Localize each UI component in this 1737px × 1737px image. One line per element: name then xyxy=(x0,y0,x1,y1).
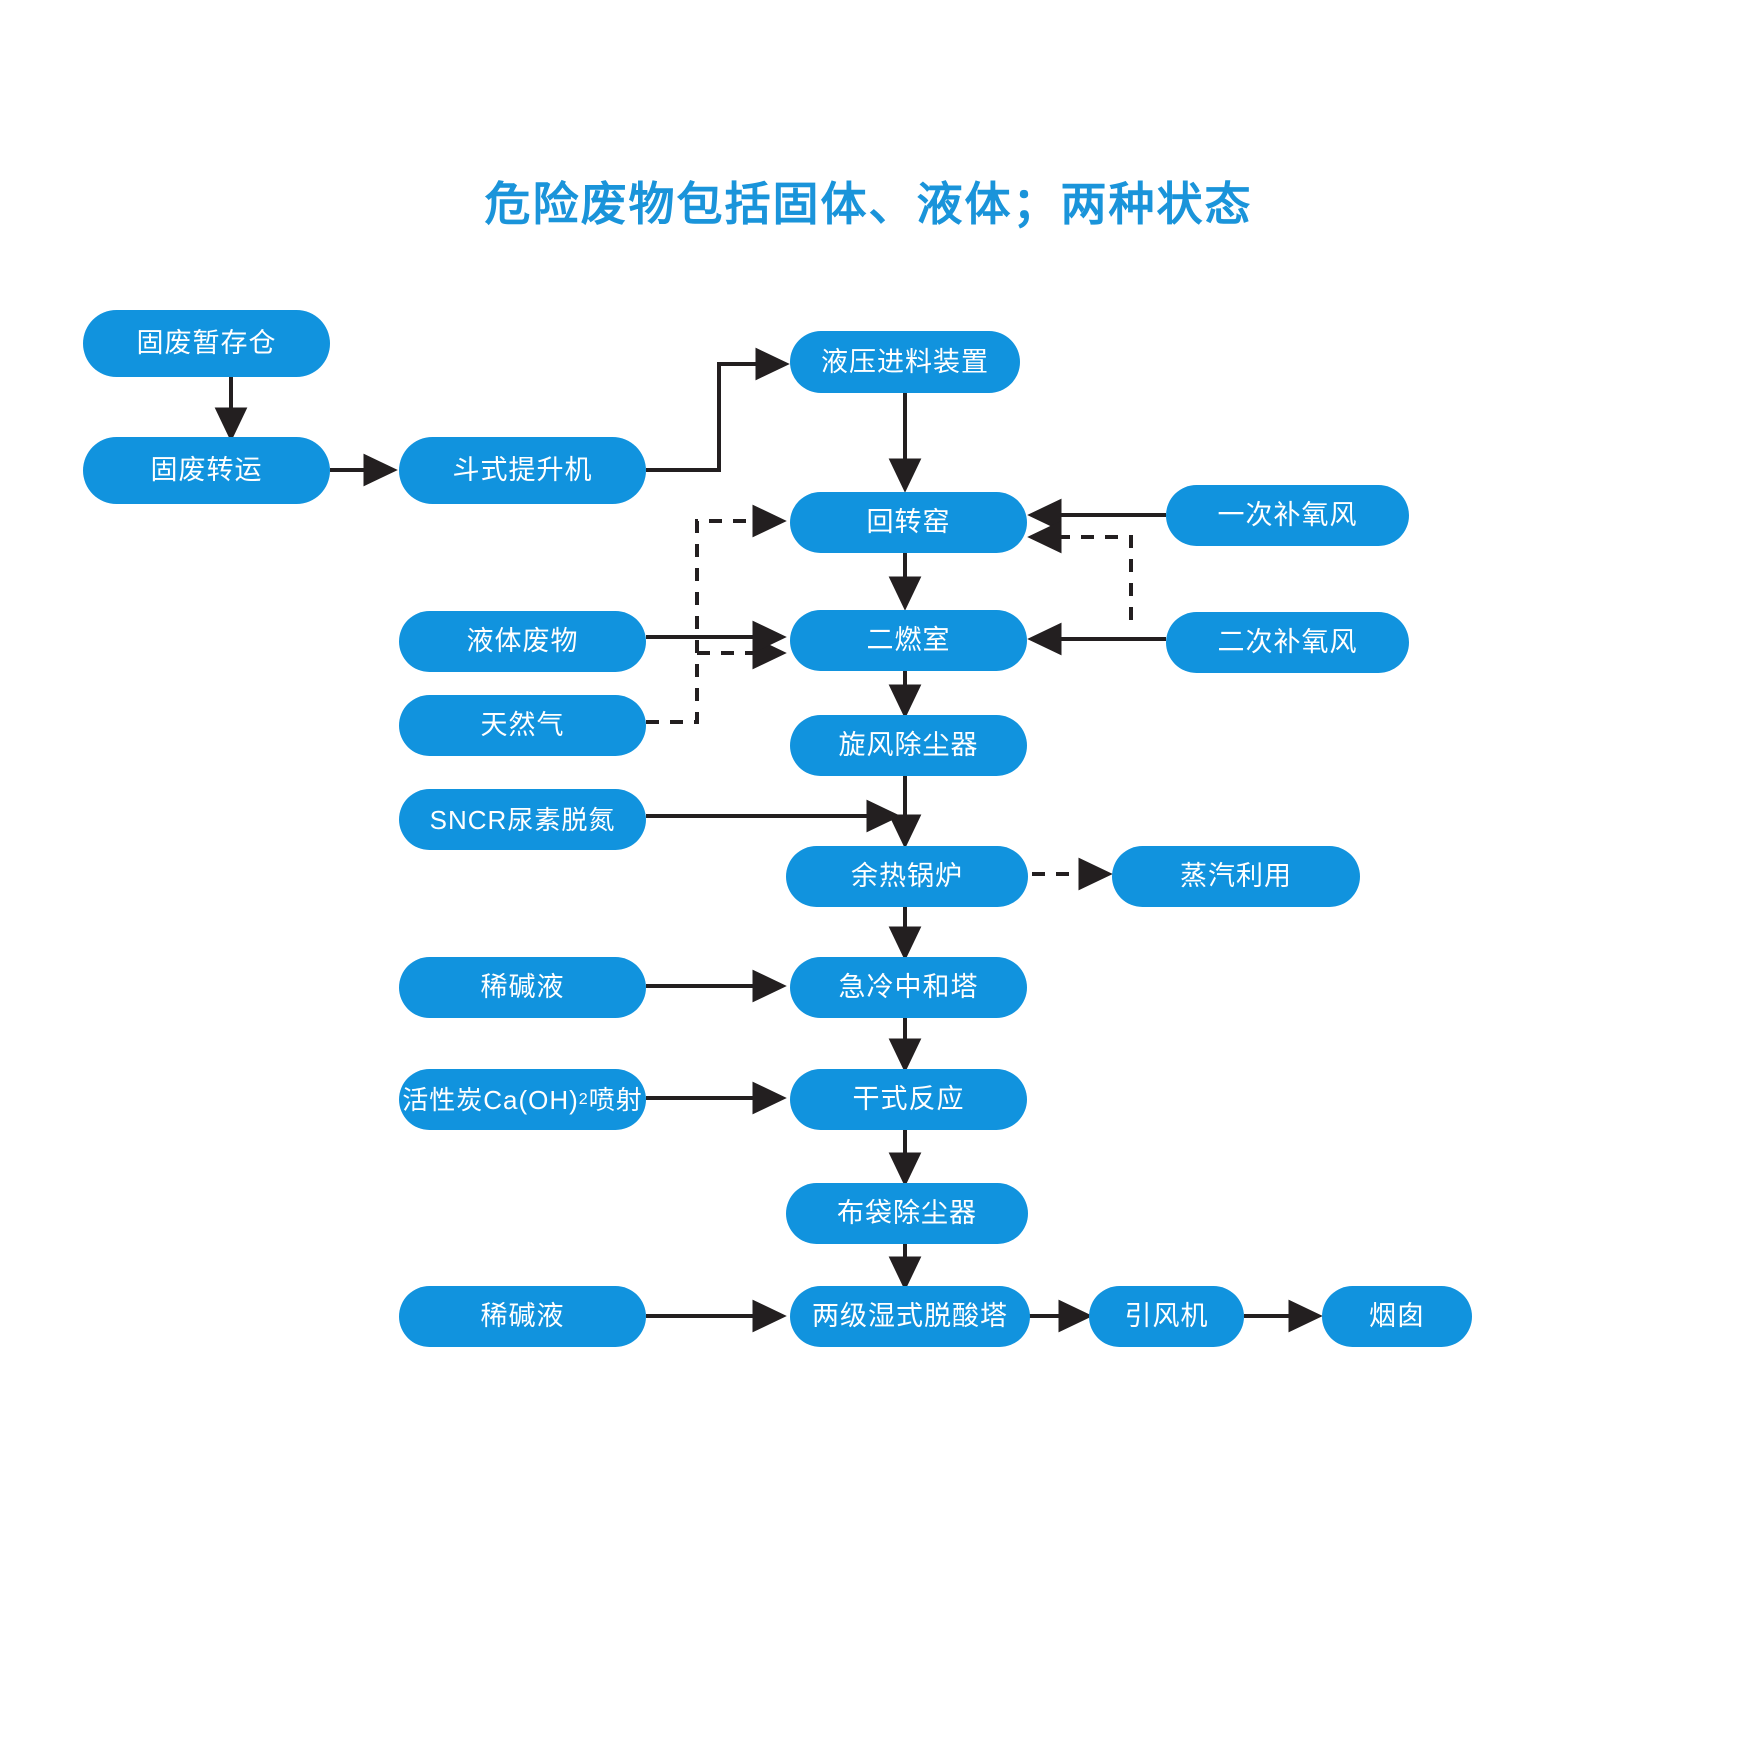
node-label: 干式反应 xyxy=(852,1084,965,1114)
node-label: 天然气 xyxy=(480,710,565,740)
node-steam-utilization[interactable]: 蒸汽利用 xyxy=(1112,846,1360,907)
node-solid-waste-transfer[interactable]: 固废转运 xyxy=(83,437,330,504)
node-two-stage-wet-scrubber[interactable]: 两级湿式脱酸塔 xyxy=(790,1286,1030,1347)
node-waste-heat-boiler[interactable]: 余热锅炉 xyxy=(786,846,1028,907)
node-induced-draft-fan[interactable]: 引风机 xyxy=(1089,1286,1244,1347)
node-label: 急冷中和塔 xyxy=(838,972,979,1002)
node-label: 布袋除尘器 xyxy=(837,1198,977,1228)
node-dilute-alkali-solution-2[interactable]: 稀碱液 xyxy=(399,1286,646,1347)
node-label-subscript: 2 xyxy=(578,1090,589,1109)
node-solid-waste-storage[interactable]: 固废暂存仓 xyxy=(83,310,330,377)
node-second-combustion-chamber[interactable]: 二燃室 xyxy=(790,610,1027,671)
node-bucket-elevator[interactable]: 斗式提升机 xyxy=(399,437,646,504)
node-secondary-oxygen-air[interactable]: 二次补氧风 xyxy=(1166,612,1409,673)
node-label: 一次补氧风 xyxy=(1217,500,1358,530)
node-label: 余热锅炉 xyxy=(851,861,963,891)
node-label: 液体废物 xyxy=(466,626,579,656)
node-rotary-kiln[interactable]: 回转窑 xyxy=(790,492,1027,553)
node-label: 液压进料装置 xyxy=(821,346,989,377)
node-label: 稀碱液 xyxy=(480,1301,565,1331)
node-label: 固废转运 xyxy=(150,455,263,485)
node-primary-oxygen-air[interactable]: 一次补氧风 xyxy=(1166,485,1409,546)
node-label: 回转窑 xyxy=(866,507,951,537)
node-label: 旋风除尘器 xyxy=(838,730,979,760)
node-hydraulic-feeder[interactable]: 液压进料装置 xyxy=(790,331,1020,393)
node-cyclone-dust-collector[interactable]: 旋风除尘器 xyxy=(790,715,1027,776)
node-dry-reaction[interactable]: 干式反应 xyxy=(790,1069,1027,1130)
node-label: 引风机 xyxy=(1124,1301,1209,1331)
node-label: 烟囱 xyxy=(1369,1301,1425,1331)
page-title: 危险废物包括固体、液体；两种状态 xyxy=(484,178,1253,230)
node-label: 蒸汽利用 xyxy=(1180,861,1292,891)
node-label: SNCR尿素脱氮 xyxy=(429,804,616,835)
node-sncr-urea-denitrification[interactable]: SNCR尿素脱氮 xyxy=(399,789,646,850)
node-chimney[interactable]: 烟囱 xyxy=(1322,1286,1472,1347)
node-liquid-waste[interactable]: 液体废物 xyxy=(399,611,646,672)
node-label: 斗式提升机 xyxy=(452,455,593,485)
node-label-part-2: 喷射 xyxy=(588,1084,643,1115)
node-label-part-1: 活性炭Ca(OH) xyxy=(402,1084,579,1115)
node-label: 固废暂存仓 xyxy=(136,328,277,358)
node-label: 稀碱液 xyxy=(480,972,565,1002)
node-label: 二次补氧风 xyxy=(1217,627,1358,657)
node-bag-filter[interactable]: 布袋除尘器 xyxy=(786,1183,1028,1244)
node-quench-neutralization-tower[interactable]: 急冷中和塔 xyxy=(790,957,1027,1018)
node-dilute-alkali-solution-1[interactable]: 稀碱液 xyxy=(399,957,646,1018)
node-natural-gas[interactable]: 天然气 xyxy=(399,695,646,756)
node-label: 二燃室 xyxy=(866,625,951,655)
node-label: 两级湿式脱酸塔 xyxy=(812,1301,1008,1331)
